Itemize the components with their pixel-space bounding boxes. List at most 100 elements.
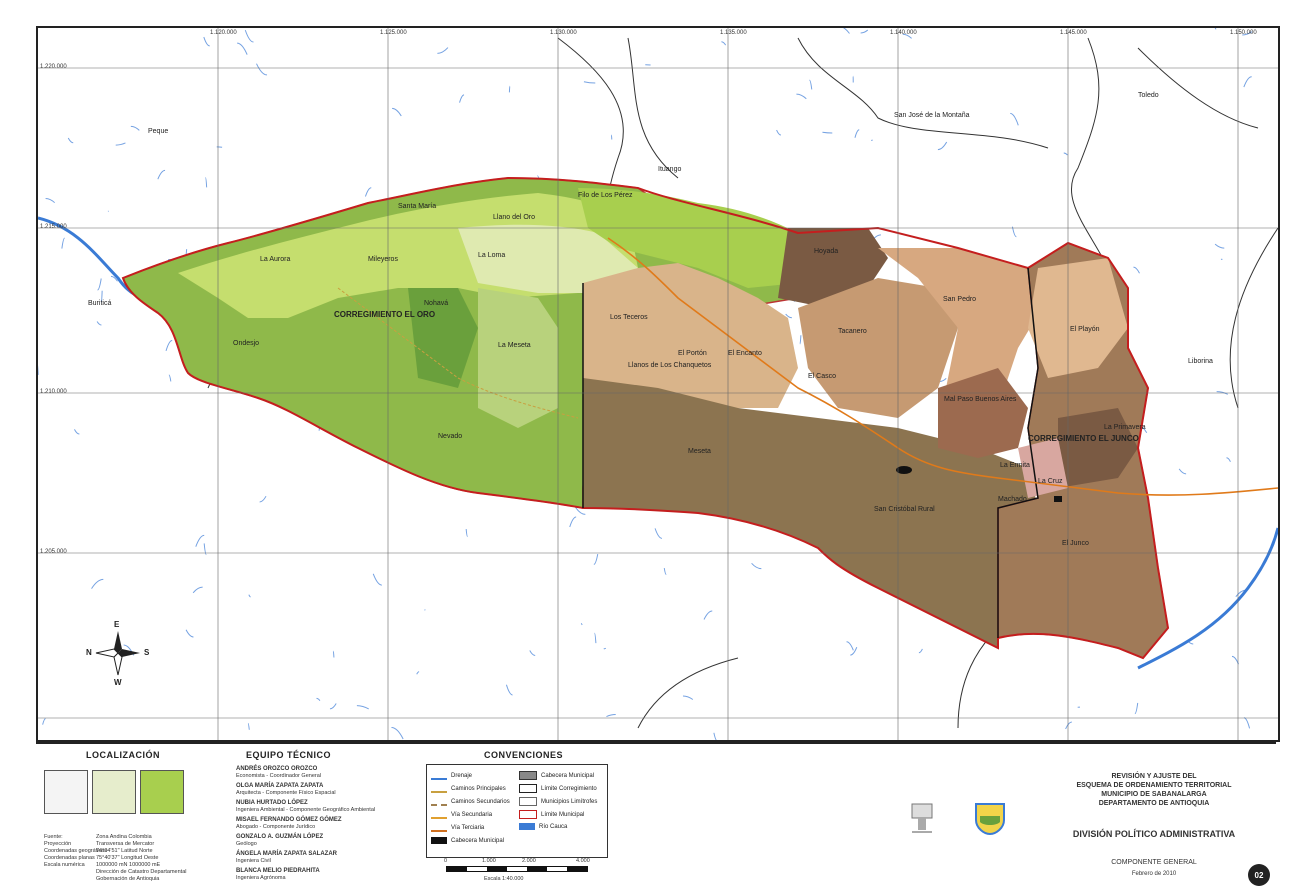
place-label: La Ermita <box>1000 462 1030 469</box>
place-label: Los Teceros <box>610 314 648 321</box>
place-label: El Encanto <box>728 350 762 357</box>
place-label: Hoyada <box>814 248 839 255</box>
locator-map-municipio <box>140 770 184 814</box>
title-line: REVISIÓN Y AJUSTE DEL <box>1111 773 1197 780</box>
scale-tick: 2.000 <box>522 858 536 864</box>
y-tick: 1.210.000 <box>40 389 67 395</box>
legend-item: Cabecera Municipal <box>519 771 594 780</box>
note: 74°04'51" Latitud Norte <box>96 848 153 854</box>
legend-item: Caminos Principales <box>431 784 506 793</box>
equipo-title: EQUIPO TÉCNICO <box>246 750 332 760</box>
cabecera-east-marker <box>1054 496 1062 502</box>
drainage-stream <box>1178 468 1187 475</box>
cabecera-hatch-symbol <box>519 771 537 780</box>
sheet-number-badge: 02 <box>1248 864 1270 886</box>
zone-san-pedro <box>878 248 1048 448</box>
scale-text: Escala 1:40.000 <box>484 876 524 882</box>
gobernacion-logo <box>908 800 936 836</box>
drainage-stream <box>391 727 404 740</box>
x-tick: 1.140.000 <box>890 30 917 36</box>
drenaje-symbol <box>431 771 447 780</box>
compass-rose <box>95 631 140 676</box>
zone-ermita <box>1018 438 1068 498</box>
road-secondary <box>337 287 579 419</box>
drainage-stream <box>185 629 194 638</box>
drainage-stream <box>860 29 869 34</box>
drainage-stream <box>1134 702 1139 715</box>
municipios-limitrofes-symbol <box>519 797 537 806</box>
drainage-stream <box>332 650 335 658</box>
limite-corregimiento-symbol <box>519 784 537 793</box>
zone-center-brown <box>583 378 1038 648</box>
map-canvas <box>38 28 1278 740</box>
note: Zona Andina Colombia <box>96 834 152 840</box>
drainage-stream <box>809 79 813 90</box>
place-label: Nevado <box>438 433 463 440</box>
drainage-stream <box>603 647 606 650</box>
note: Dirección de Catastro Departamental <box>96 869 187 875</box>
place-label: Tacanero <box>838 328 867 335</box>
localizacion-notes: Fuente: Proyección Coordenadas geográfic… <box>44 834 107 869</box>
compass-north-label: E <box>114 620 120 629</box>
legend-item: Vía Terciaria <box>431 823 484 832</box>
drainage-stream <box>115 142 126 146</box>
place-label: Santa María <box>398 203 437 210</box>
drainage-stream <box>74 429 80 435</box>
drainage-stream <box>1242 31 1253 36</box>
scale-tick: 4.000 <box>576 858 590 864</box>
drainage-stream <box>1214 28 1217 30</box>
x-tick: 1.135.000 <box>720 30 747 36</box>
compass-west-label: N <box>86 648 92 657</box>
x-tick: 1.125.000 <box>380 30 407 36</box>
component-label: COMPONENTE GENERAL <box>1111 859 1197 866</box>
drainage-stream <box>203 36 210 47</box>
drainage-stream <box>130 125 140 131</box>
drainage-stream <box>248 594 251 598</box>
place-label: El Portón <box>678 350 707 357</box>
drainage-stream <box>247 722 250 730</box>
drainage-stream <box>244 29 254 43</box>
y-tick: 1.220.000 <box>40 64 67 70</box>
drainage-stream <box>569 516 577 528</box>
place-label: Mal Paso Buenos Aires <box>944 396 1017 403</box>
zone-center-tan <box>583 263 798 408</box>
date-label: Febrero de 2010 <box>1131 871 1177 877</box>
drainage-stream <box>583 81 596 84</box>
drainage-stream <box>529 650 536 656</box>
drainage-stream <box>654 528 663 539</box>
drainage-stream <box>846 641 854 651</box>
x-tick: 1.150.000 <box>1230 30 1257 36</box>
place-label: Liborina <box>1188 358 1213 365</box>
rio-cauca-symbol <box>519 823 535 830</box>
drainage-stream <box>822 131 833 134</box>
drainage-stream <box>873 234 881 239</box>
drainage-stream <box>937 141 948 151</box>
drainage-stream <box>91 578 104 589</box>
drainage-stream <box>459 94 465 103</box>
drainage-stream <box>42 718 46 725</box>
via-terciaria-symbol <box>431 823 447 832</box>
drainage-stream <box>1226 457 1231 462</box>
drainage-stream <box>1243 717 1251 729</box>
y-tick: 1.205.000 <box>40 549 67 555</box>
drainage-stream <box>195 534 205 547</box>
place-label: La Loma <box>478 252 506 259</box>
legend-item: Vía Secundaria <box>431 810 492 819</box>
drainage-stream <box>1065 721 1072 730</box>
place-label: CORREGIMIENTO EL JUNCO <box>1028 434 1139 443</box>
place-label: La Aurora <box>260 256 291 263</box>
map-title: DIVISIÓN POLÍTICO ADMINISTRATIVA <box>1072 829 1236 839</box>
legend-item: Cabecera Municipal <box>431 837 504 844</box>
drainage-stream <box>703 610 713 620</box>
x-tick: 1.145.000 <box>1060 30 1087 36</box>
drainage-stream <box>580 623 583 626</box>
legend-item: Límite Municipal <box>519 810 584 819</box>
drainage-stream <box>1214 243 1225 249</box>
drainage-stream <box>204 177 208 188</box>
place-label: Nohavá <box>424 300 449 307</box>
drainage-stream <box>1133 266 1140 274</box>
